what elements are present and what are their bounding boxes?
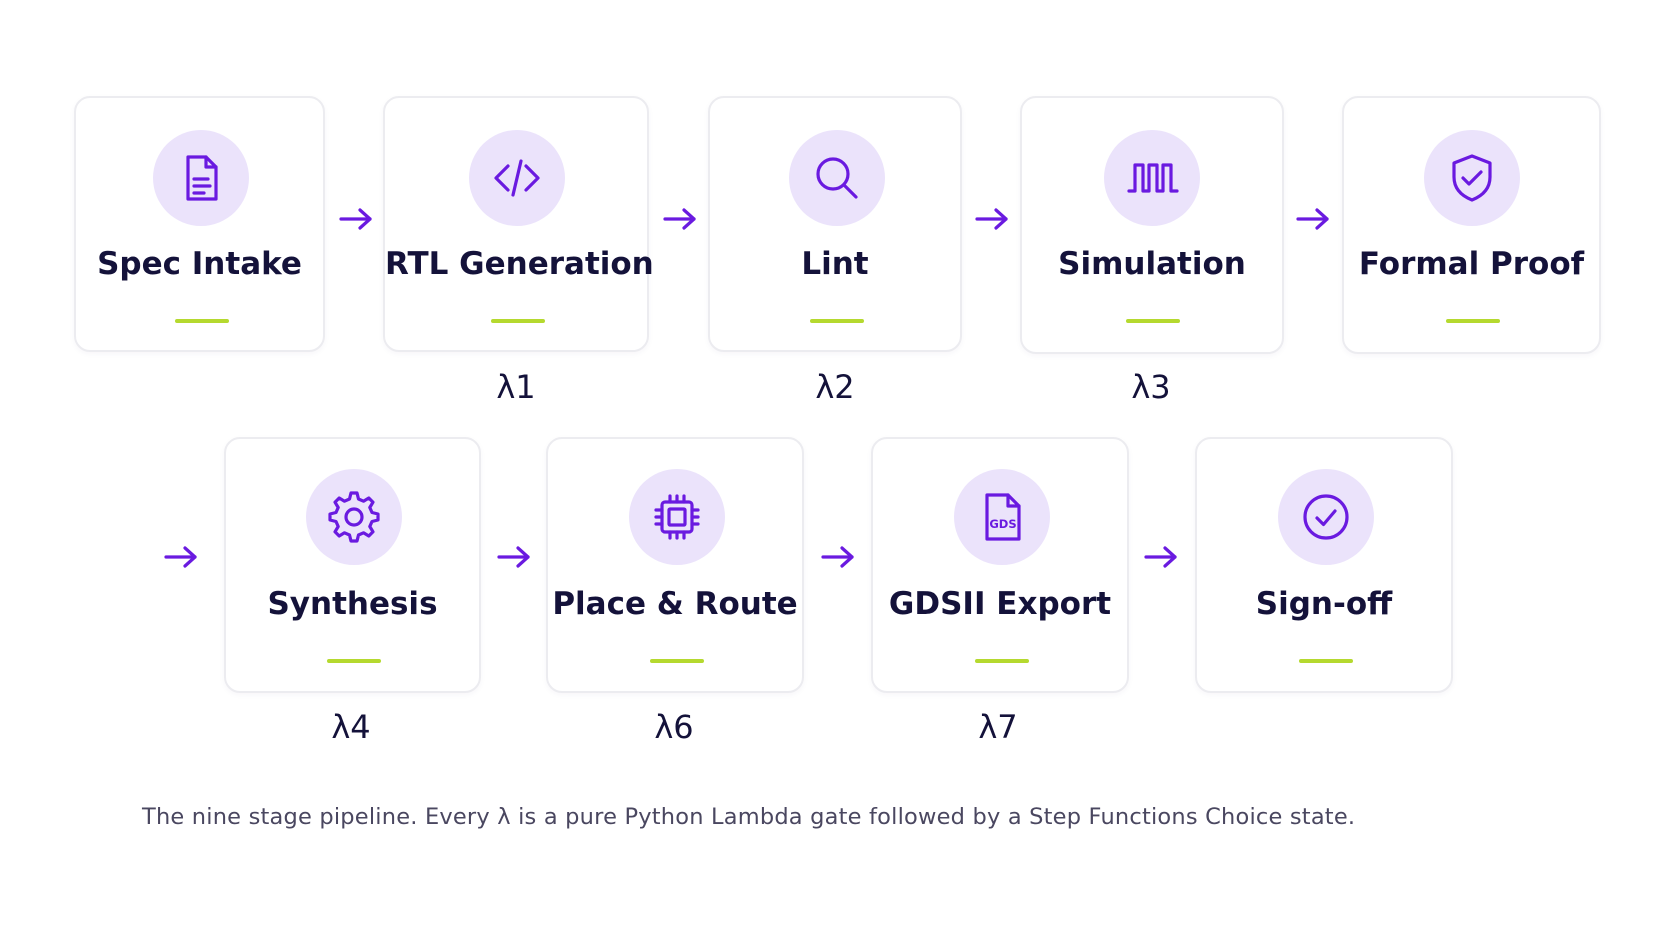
stage-label: Lint [801,246,869,282]
flow-arrow [1295,205,1331,233]
stage-card-place-route: Place & Route [546,437,804,693]
accent-line [1126,319,1180,323]
code-icon [494,159,540,197]
accent-line [327,659,381,663]
code-icon-circle [469,130,565,226]
stage-label: Spec Intake [97,246,302,282]
arrow-right-icon [164,546,197,568]
gds-file-icon-text: GDS [989,517,1016,531]
accent-line [810,319,864,323]
gate-label: λ7 [978,708,1018,746]
arrow-right-icon [821,546,854,568]
stage-label: RTL Generation [385,246,654,282]
gear-icon-circle [306,469,402,565]
shield-check-icon [1452,154,1492,202]
accent-line [175,319,229,323]
flow-arrow [662,205,698,233]
stage-card-simulation: Simulation [1020,96,1284,354]
gear-icon [328,491,380,543]
stage-card-rtl-generation: RTL Generation [383,96,654,352]
flow-arrow [496,543,532,571]
chip-icon [654,494,700,540]
stage-label: Formal Proof [1358,246,1585,282]
arrow-right-icon [497,546,530,568]
pipeline-caption: The nine stage pipeline. Every λ is a pu… [142,804,1356,830]
waveform-icon-circle [1104,130,1200,226]
gate-label: λ2 [815,368,855,406]
accent-line [491,319,545,323]
search-icon-circle [789,130,885,226]
flow-arrow [338,205,374,233]
check-circle-icon [1303,494,1349,540]
stage-card-lint: Lint [708,96,962,352]
stage-label: GDSII Export [888,586,1112,622]
document-icon-circle [153,130,249,226]
search-icon [816,157,858,199]
arrow-right-icon [1144,546,1177,568]
flow-arrow [974,205,1010,233]
flow-arrow [1143,543,1179,571]
arrow-right-icon [1296,208,1329,230]
stage-card-formal-proof: Formal Proof [1342,96,1601,354]
check-circle-icon-circle [1278,469,1374,565]
accent-line [1299,659,1353,663]
flow-arrow [820,543,856,571]
waveform-icon [1127,163,1179,193]
gate-label: λ3 [1131,368,1171,406]
gate-label: λ6 [654,708,694,746]
gds-file-icon: GDS [985,493,1021,541]
stage-card-synthesis: Synthesis [224,437,481,693]
arrow-right-icon [339,208,372,230]
gate-label: λ1 [496,368,536,406]
stage-label: Synthesis [267,586,438,622]
arrow-right-icon [663,208,696,230]
document-icon [186,155,218,201]
flow-arrow [163,543,199,571]
accent-line [650,659,704,663]
gate-label: λ4 [331,708,371,746]
stage-card-sign-off: Sign-off [1195,437,1453,693]
stage-label: Place & Route [552,586,798,622]
accent-line [1446,319,1500,323]
arrow-right-icon [975,208,1008,230]
gds-file-icon-circle: GDS [954,469,1050,565]
stage-card-gdsii-export: GDS GDSII Export [871,437,1129,693]
stage-label: Sign-off [1255,586,1393,622]
shield-check-icon-circle [1424,130,1520,226]
stage-card-spec-intake: Spec Intake [74,96,325,352]
accent-line [975,659,1029,663]
chip-icon-circle [629,469,725,565]
stage-label: Simulation [1058,246,1246,282]
